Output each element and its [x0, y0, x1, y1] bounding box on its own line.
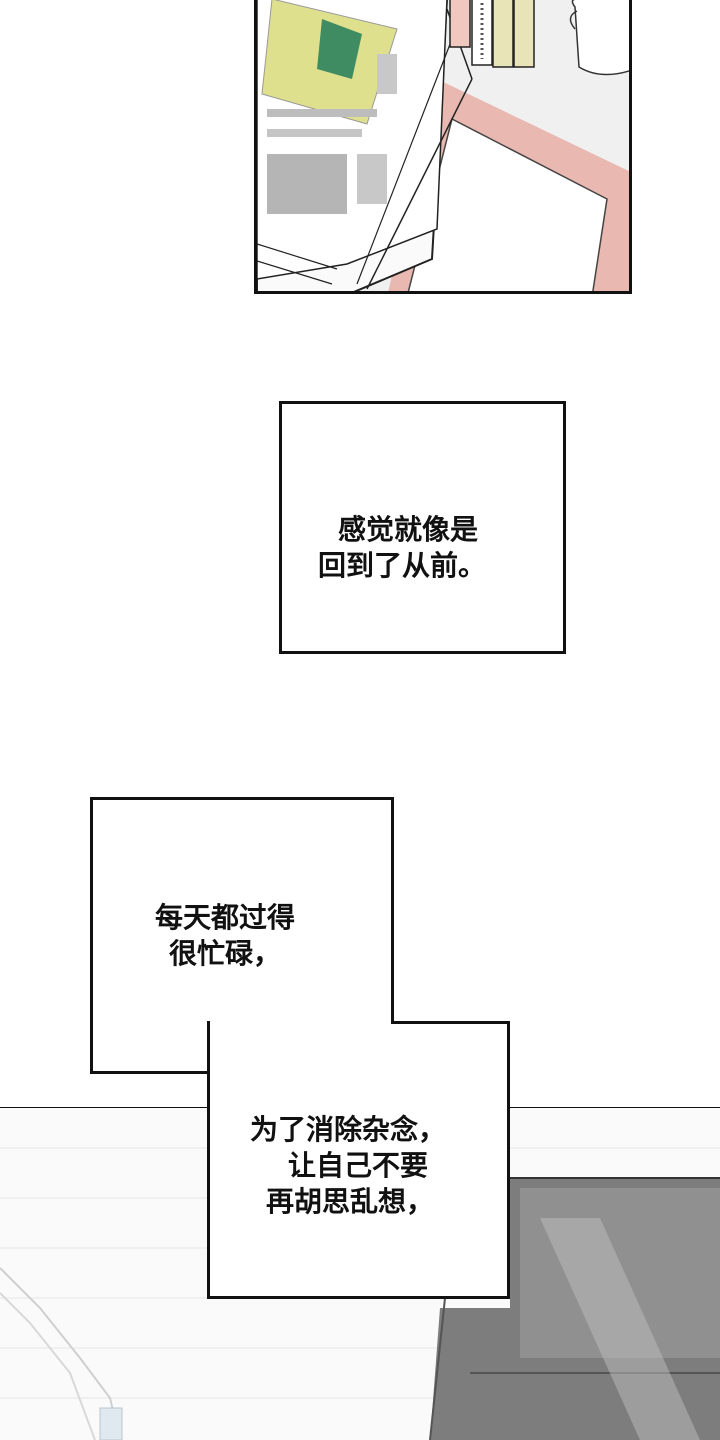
caption-box-first: 感觉就像是 回到了从前。 [279, 401, 566, 654]
caption-third-line-1: 为了消除杂念， [250, 1113, 447, 1146]
caption-third-line-3: 再胡思乱想， [266, 1185, 435, 1218]
caption-second-line-1: 每天都过得 [155, 901, 296, 934]
desk-illustration-panel [254, 0, 632, 294]
caption-join-patch [210, 1018, 391, 1078]
desk-scene-drawing [257, 0, 629, 291]
caption-first-line-2: 回到了从前。 [318, 549, 487, 582]
caption-third-line-2: 让自己不要 [288, 1149, 429, 1182]
caption-first-line-1: 感觉就像是 [338, 513, 479, 546]
caption-second-line-2: 很忙碌， [169, 937, 282, 970]
